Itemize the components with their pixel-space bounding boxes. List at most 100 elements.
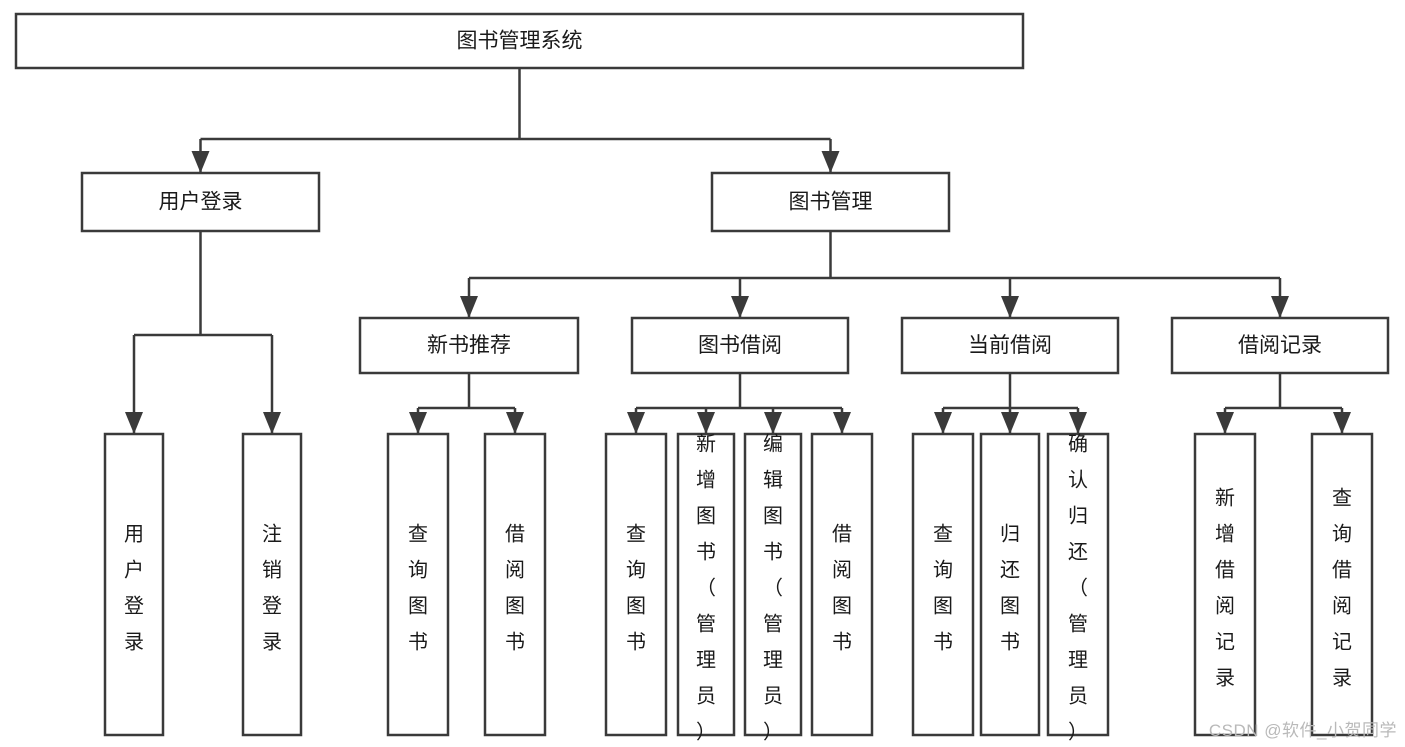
node-box-leaf_5[interactable]	[676, 432, 736, 737]
node-l1_1[interactable]: 图书管理	[710, 171, 951, 233]
node-label-leaf_3-char-1: 阅	[505, 559, 525, 582]
node-box-leaf_10[interactable]	[1046, 432, 1110, 737]
node-label-leaf_5-char-1: 增	[696, 469, 716, 492]
node-leaf_1[interactable]: 注销登录注销登录	[241, 432, 303, 737]
node-box-leaf_12[interactable]	[1310, 432, 1374, 737]
node-box-leaf_0[interactable]	[103, 432, 165, 737]
arrowhead-icon	[409, 412, 427, 434]
node-leaf_4[interactable]: 查询图书查询图书	[604, 432, 668, 737]
arrowhead-icon	[627, 412, 645, 434]
node-label-leaf_8-char-2: 图	[933, 596, 953, 618]
node-label-leaf_11-char-0: 新	[1215, 487, 1235, 510]
node-leaf_0[interactable]: 用户登录用户登录	[103, 432, 165, 737]
node-label-leaf_8-char-1: 询	[933, 559, 953, 582]
connector-layer	[125, 68, 1351, 434]
node-label-leaf_8-char-0: 查	[933, 523, 953, 546]
node-leaf_9[interactable]: 归还图书归还图书	[979, 432, 1041, 737]
node-label-leaf_5-char-3: 书	[696, 541, 716, 564]
node-leaf_7[interactable]: 借阅图书借阅图书	[810, 432, 874, 737]
node-box-root[interactable]	[14, 12, 1025, 70]
node-leaf_12[interactable]: 查询借阅记录查询借阅记录	[1310, 432, 1374, 737]
node-box-leaf_4[interactable]	[604, 432, 668, 737]
node-box-leaf_6[interactable]	[743, 432, 803, 737]
node-label-leaf_1-char-1: 销	[262, 559, 282, 582]
node-box-leaf_7[interactable]	[810, 432, 874, 737]
node-label-leaf_10-char-0: 确	[1068, 433, 1088, 456]
node-label-leaf_5-char-4: （	[696, 577, 716, 600]
node-label-leaf_11-char-5: 录	[1215, 668, 1235, 690]
node-label-leaf_6-char-2: 图	[763, 506, 783, 528]
node-label-leaf_3-char-2: 图	[505, 596, 525, 618]
node-label-leaf_1-char-0: 注	[262, 523, 282, 546]
node-label-leaf_2-char-1: 询	[408, 559, 428, 582]
node-label-leaf_3-char-3: 书	[505, 631, 525, 654]
arrowhead-icon	[833, 412, 851, 434]
node-l1_0[interactable]: 用户登录	[80, 171, 321, 233]
node-label-leaf_6-char-5: 管	[763, 613, 783, 636]
node-label-leaf_7-char-3: 书	[832, 631, 852, 654]
node-label-l2_1: 图书借阅	[698, 334, 782, 357]
arrowhead-icon	[934, 412, 952, 434]
node-l2_3[interactable]: 借阅记录	[1170, 316, 1390, 375]
node-box-l1_0[interactable]	[80, 171, 321, 233]
node-label-leaf_5-char-6: 理	[696, 650, 716, 672]
node-leaf_11[interactable]: 新增借阅记录新增借阅记录	[1193, 432, 1257, 737]
node-leaf_3[interactable]: 借阅图书借阅图书	[483, 432, 547, 737]
node-leaf_8[interactable]: 查询图书查询图书	[911, 432, 975, 737]
node-label-leaf_10-char-2: 归	[1068, 505, 1088, 528]
node-box-leaf_8[interactable]	[911, 432, 975, 737]
node-label-leaf_9-char-3: 书	[1000, 631, 1020, 654]
node-box-l1_1[interactable]	[710, 171, 951, 233]
node-box-leaf_11[interactable]	[1193, 432, 1257, 737]
node-box-l2_1[interactable]	[630, 316, 850, 375]
node-box-leaf_1[interactable]	[241, 432, 303, 737]
arrowhead-icon	[697, 412, 715, 434]
arrowhead-icon	[821, 151, 840, 173]
node-label-leaf_0-char-2: 登	[124, 595, 144, 618]
node-label-leaf_12-char-4: 记	[1332, 631, 1352, 654]
node-box-leaf_9[interactable]	[979, 432, 1041, 737]
node-box-l2_3[interactable]	[1170, 316, 1390, 375]
node-label-leaf_2-char-2: 图	[408, 596, 428, 618]
node-label-l1_1: 图书管理	[789, 191, 873, 214]
node-label-leaf_12-char-5: 录	[1332, 668, 1352, 690]
node-label-leaf_6-char-0: 编	[763, 433, 783, 456]
arrowhead-icon	[1069, 412, 1087, 434]
arrowhead-icon	[764, 412, 782, 434]
node-label-l2_3: 借阅记录	[1238, 334, 1322, 357]
node-root[interactable]: 图书管理系统	[14, 12, 1025, 70]
node-leaf_2[interactable]: 查询图书查询图书	[386, 432, 450, 737]
node-label-leaf_10-char-6: 理	[1068, 650, 1088, 672]
node-label-l1_0: 用户登录	[159, 191, 243, 214]
arrowhead-icon	[125, 412, 143, 434]
node-label-leaf_10-char-4: （	[1068, 577, 1088, 600]
node-label-leaf_12-char-1: 询	[1332, 523, 1352, 546]
node-label-leaf_4-char-1: 询	[626, 559, 646, 582]
node-box-leaf_3[interactable]	[483, 432, 547, 737]
node-box-leaf_2[interactable]	[386, 432, 450, 737]
node-l2_2[interactable]: 当前借阅	[900, 316, 1120, 375]
node-label-leaf_12-char-2: 借	[1332, 559, 1352, 582]
node-label-leaf_9-char-2: 图	[1000, 596, 1020, 618]
arrowhead-icon	[506, 412, 524, 434]
node-label-leaf_10-char-1: 认	[1068, 469, 1088, 492]
node-label-leaf_6-char-7: 员	[763, 686, 783, 708]
node-box-l2_0[interactable]	[358, 316, 580, 375]
node-box-l2_2[interactable]	[900, 316, 1120, 375]
node-label-leaf_6-char-8: ）	[763, 721, 783, 744]
node-label-leaf_6-char-1: 辑	[763, 469, 783, 492]
arrowhead-icon	[191, 151, 210, 173]
node-l2_1[interactable]: 图书借阅	[630, 316, 850, 375]
node-label-leaf_7-char-2: 图	[832, 596, 852, 618]
arrowhead-icon	[1271, 296, 1289, 318]
node-label-leaf_11-char-1: 增	[1215, 523, 1235, 546]
node-label-leaf_6-char-3: 书	[763, 541, 783, 564]
node-label-leaf_12-char-0: 查	[1332, 487, 1352, 510]
node-label-leaf_0-char-0: 用	[124, 524, 144, 546]
node-l2_0[interactable]: 新书推荐	[358, 316, 580, 375]
arrowhead-icon	[1216, 412, 1234, 434]
